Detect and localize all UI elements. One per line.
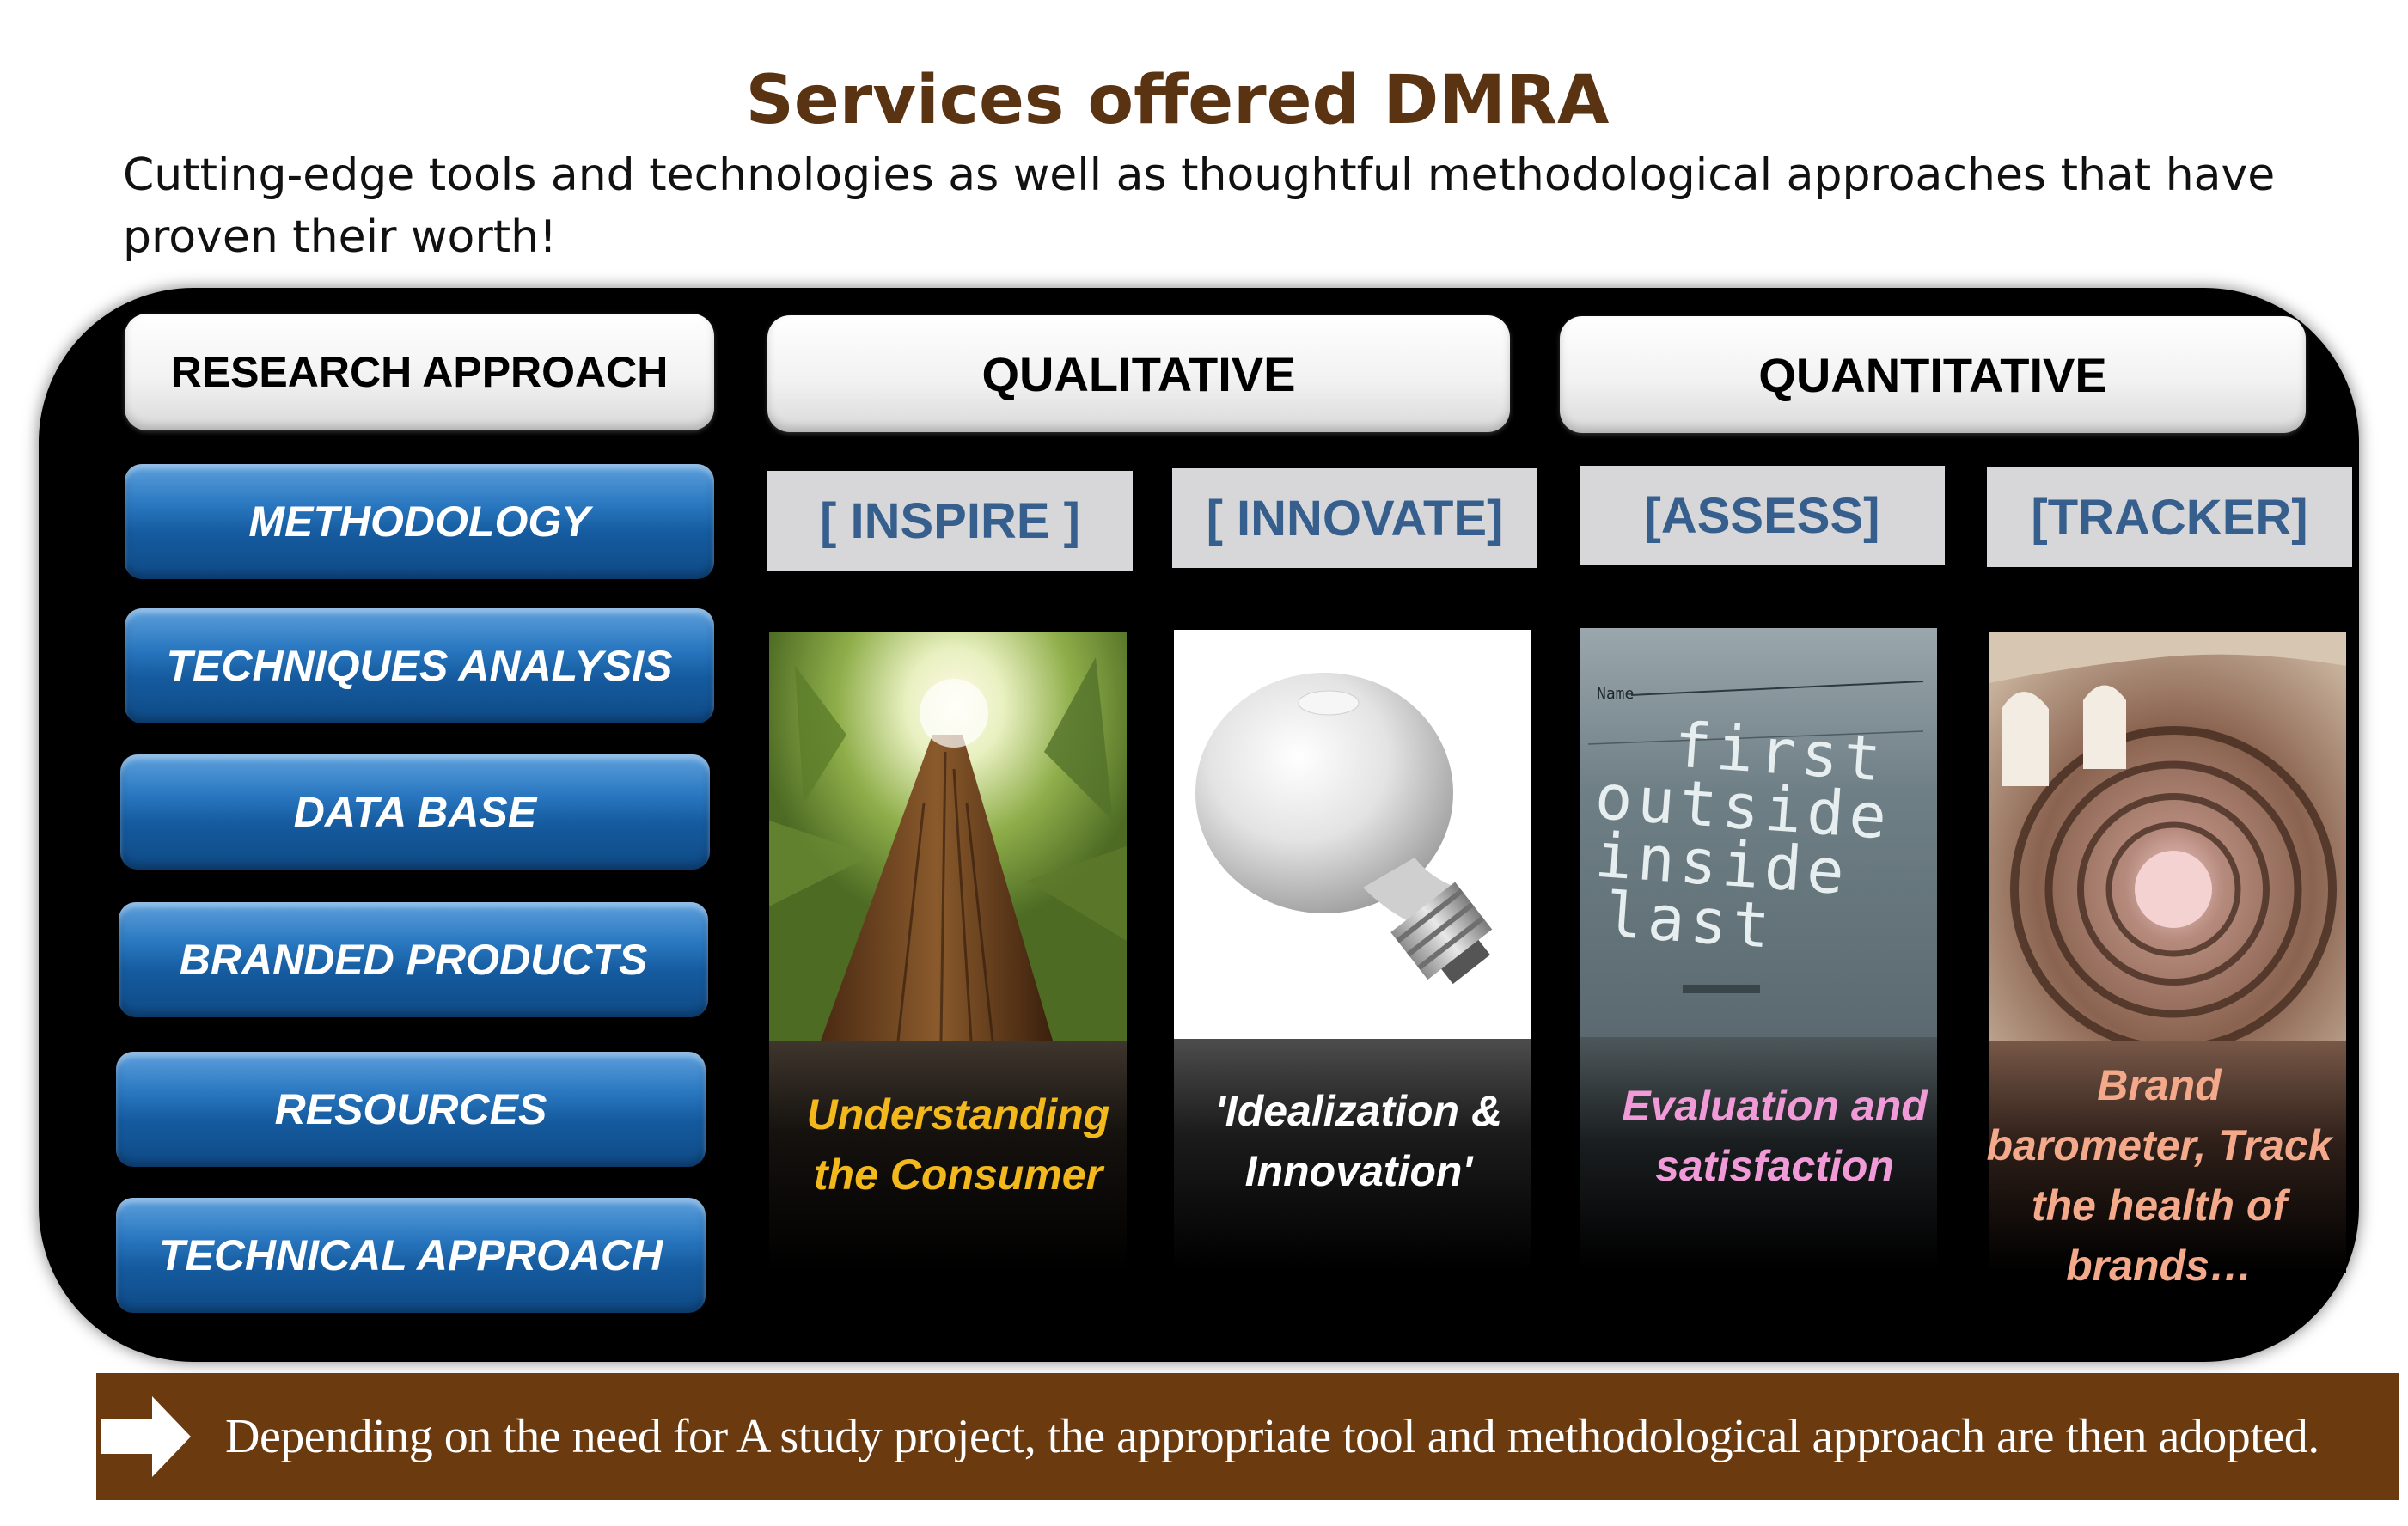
- tree-image: [769, 632, 1127, 1041]
- resources-button[interactable]: RESOURCES: [116, 1052, 706, 1167]
- light-bulb-reflection: [1174, 1039, 1531, 1271]
- page-title: Services offered DMRA: [745, 62, 1610, 139]
- caption-inspire: Understanding the Consumer: [806, 1090, 1110, 1199]
- footer-text: Depending on the need for A study projec…: [225, 1410, 2319, 1463]
- tree-reflection: [769, 1041, 1127, 1273]
- tag-tracker: [TRACKER]: [1987, 467, 2352, 567]
- arrow-right-icon: [101, 1396, 191, 1477]
- notebook-label: Name: [1597, 685, 1635, 703]
- tag-inspire: [ INSPIRE ]: [767, 471, 1133, 571]
- header-qualitative: QUALITATIVE: [767, 315, 1510, 432]
- tag-innovate: [ INNOVATE]: [1172, 468, 1537, 568]
- header-quantitative: QUANTITATIVE: [1560, 316, 2306, 433]
- technical-approach-button[interactable]: TECHNICAL APPROACH: [116, 1198, 706, 1313]
- light-bulb-image: [1174, 630, 1531, 1039]
- data-base-button[interactable]: DATA BASE: [120, 754, 710, 870]
- tag-assess: [ASSESS]: [1580, 466, 1945, 565]
- caption-innovate: 'Idealization & Innovation': [1214, 1087, 1503, 1195]
- page-subtitle: Cutting-edge tools and technologies as w…: [123, 150, 2276, 263]
- notebook-reflection: [1580, 1037, 1937, 1269]
- methodology-button[interactable]: METHODOLOGY: [125, 464, 714, 579]
- spiral-staircase-reflection: [1989, 1041, 2346, 1273]
- notebook-image: Name first outside inside last: [1580, 628, 1937, 1037]
- branded-products-button[interactable]: BRANDED PRODUCTS: [119, 902, 708, 1017]
- footer-banner: Depending on the need for A study projec…: [96, 1373, 2399, 1500]
- caption-assess: Evaluation and satisfaction: [1622, 1082, 1928, 1190]
- header-research-approach: RESEARCH APPROACH: [125, 314, 714, 430]
- spiral-staircase-image: [1989, 632, 2346, 1041]
- caption-tracker: Brand barometer, Track the health of bra…: [1986, 1061, 2332, 1290]
- notebook-line-last: last: [1603, 878, 1778, 962]
- techniques-analysis-button[interactable]: TECHNIQUES ANALYSIS: [125, 608, 714, 723]
